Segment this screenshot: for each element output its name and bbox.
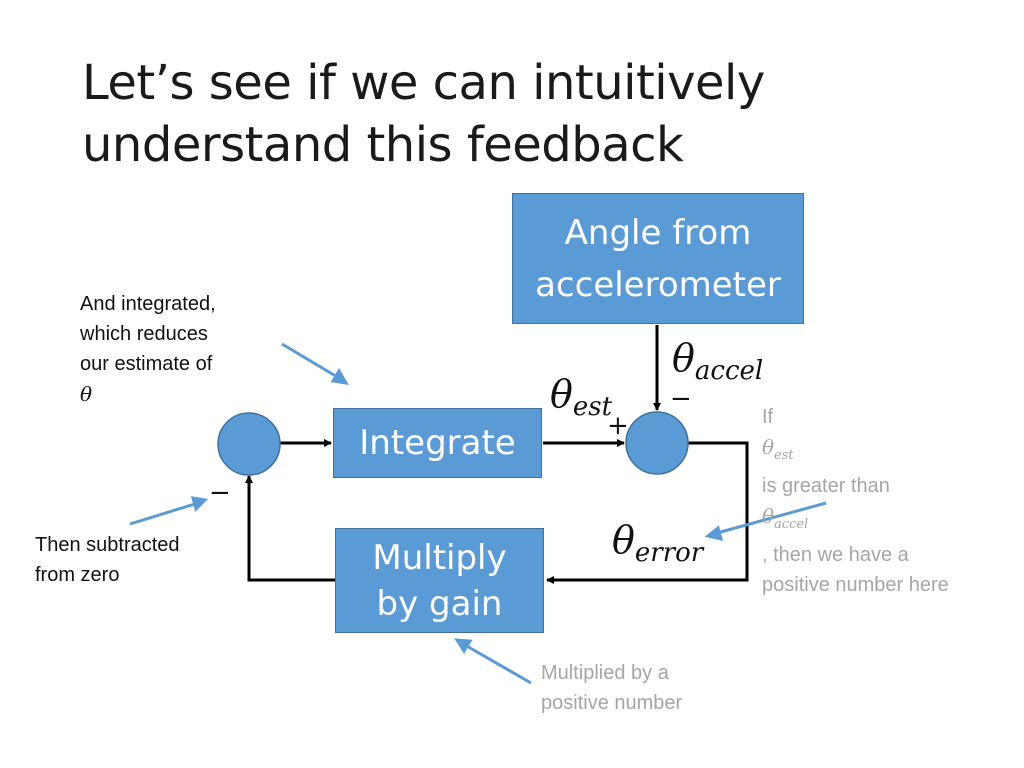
theta-error-label: θerror (612, 518, 703, 568)
note-then-text: , then we have a (762, 544, 909, 566)
note-subtracted-line2: from zero (35, 564, 120, 586)
slide-title: Let’s see if we can intuitively understa… (82, 52, 982, 176)
note-subtracted-line1: Then subtracted (35, 534, 180, 556)
annotation-arrow-integrated (281, 342, 340, 380)
zero-junction-circle (217, 412, 281, 476)
note-greater-line1: If θest is greater than (762, 402, 949, 501)
annotation-arrowhead-greater (704, 525, 724, 542)
annotation-arrowhead-subtracted (190, 496, 209, 512)
note-multiplied: Multiplied by a positive number (541, 658, 682, 718)
theta-accel-label: θaccel (672, 336, 763, 386)
est-subscript: est (774, 448, 794, 463)
theta-symbol: θ (762, 435, 775, 459)
plus-sign: + (607, 411, 629, 441)
line-multiply-to-zero (245, 475, 335, 582)
integrate-block-label: Integrate (359, 423, 516, 463)
note-integrated-line3-text: our estimate of (80, 353, 213, 375)
line-sum-to-right (546, 441, 749, 584)
minus-sign-sum: − (670, 384, 692, 414)
multiply-block-line2: by gain (376, 583, 503, 624)
note-greater-than: If θest is greater than θaccel, then we … (762, 402, 949, 600)
annotation-arrow-multiplied (464, 643, 532, 685)
note-if-text: If (762, 406, 774, 428)
note-is-greater-text: is greater than (762, 475, 890, 497)
est-subscript: est (572, 392, 613, 422)
slide-title-line1: Let’s see if we can intuitively (82, 55, 765, 111)
note-integrated-line2: which reduces (80, 323, 208, 345)
theta-symbol: θ (672, 336, 695, 380)
accelerometer-block-line1: Angle from (564, 212, 752, 253)
multiply-gain-block: Multiply by gain (335, 528, 544, 633)
theta-est-label: θest (550, 372, 612, 422)
minus-sign-zero: − (209, 478, 231, 508)
accelerometer-block-line2: accelerometer (535, 264, 781, 305)
annotation-arrowhead-multiplied (454, 638, 473, 654)
note-greater-line3: positive number here (762, 574, 949, 596)
note-integrated-line3: our estimate of θ (80, 349, 216, 410)
theta-symbol: θ (612, 518, 635, 562)
annotation-arrow-greater (716, 501, 827, 535)
accel-subscript: accel (694, 356, 764, 386)
note-integrated: And integrated, which reduces our estima… (80, 289, 216, 410)
error-subscript: error (634, 538, 704, 568)
annotation-arrow-subtracted (129, 501, 199, 526)
note-multiplied-line1: Multiplied by a (541, 662, 669, 684)
note-integrated-line1: And integrated, (80, 293, 216, 315)
multiply-block-line1: Multiply (372, 537, 507, 578)
accel-subscript: accel (774, 517, 809, 532)
note-greater-line2: θaccel , then we have a (762, 501, 949, 570)
note-subtracted: Then subtracted from zero (35, 530, 180, 590)
integrate-block: Integrate (333, 408, 542, 478)
slide-title-line2: understand this feedback (82, 117, 684, 173)
annotation-arrowhead-integrated (330, 368, 349, 385)
theta-symbol: θ (762, 504, 775, 528)
accelerometer-angle-block: Angle from accelerometer (512, 193, 804, 324)
theta-symbol: θ (550, 372, 573, 416)
note-multiplied-line2: positive number (541, 692, 683, 714)
sum-junction-circle (625, 411, 689, 475)
theta-symbol: θ (80, 382, 93, 406)
